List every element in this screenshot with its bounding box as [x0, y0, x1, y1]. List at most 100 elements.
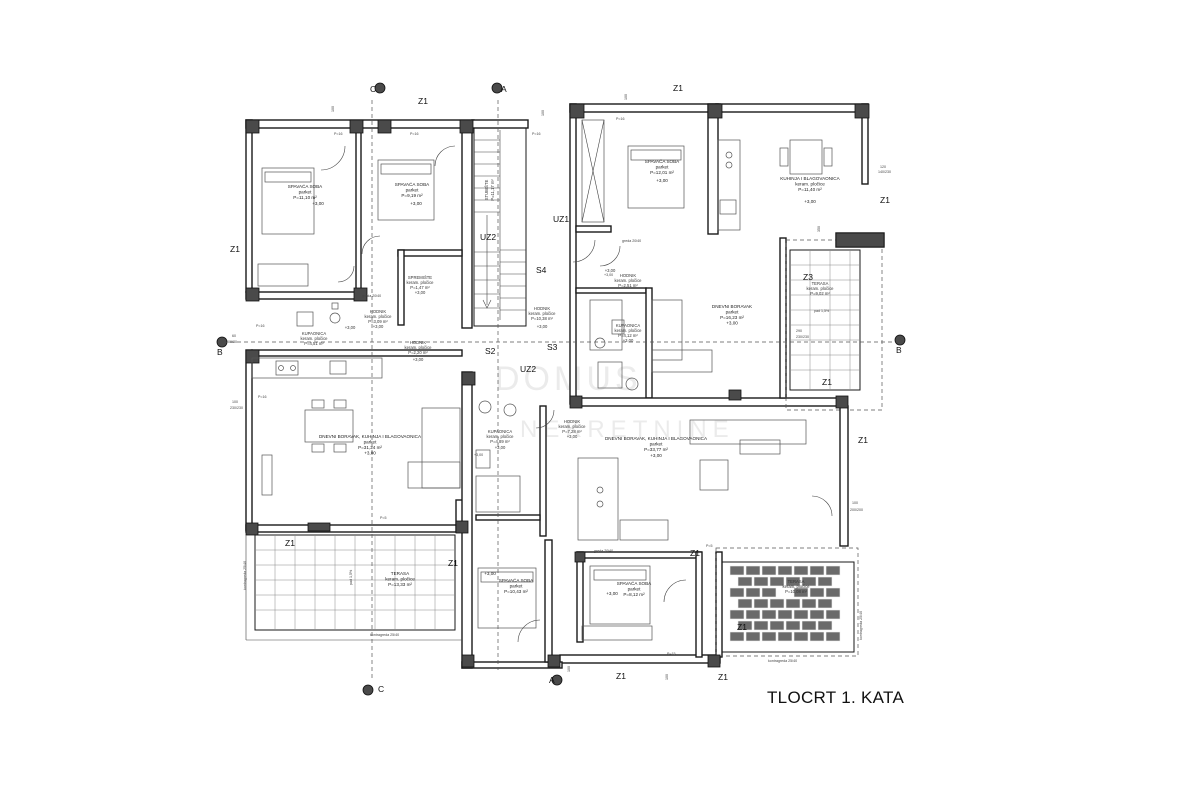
room-detail: parket	[726, 310, 739, 315]
room-detail: parket	[628, 587, 641, 592]
room-detail: parket	[656, 165, 669, 170]
room-area: P=10,08 m²	[785, 589, 807, 594]
dimension-label: 100	[567, 666, 571, 672]
annotation: greda 20/40	[622, 239, 641, 243]
room-level: +3,00	[345, 325, 356, 330]
room-detail: parket	[299, 190, 312, 195]
room-level: +3,00	[373, 324, 384, 329]
room-detail: parket	[650, 442, 663, 447]
zone-label: Z1	[718, 672, 728, 682]
stair-core	[471, 119, 529, 327]
stair-label: UZ2	[520, 364, 536, 374]
room-detail: parket	[364, 440, 377, 445]
dimension-label: 230/230	[796, 335, 809, 339]
zone-label: Z1	[616, 671, 626, 681]
section-mark-c-bottom: C	[378, 684, 384, 694]
zone-label: Z1	[822, 377, 832, 387]
room-name: HODNIK	[534, 306, 550, 311]
zone-label: Z1	[880, 195, 890, 205]
room-detail: parket	[510, 584, 523, 589]
room-area: P=33,77 m²	[644, 447, 668, 452]
columns	[245, 103, 885, 668]
zone-label: Z1	[673, 83, 683, 93]
dimension-label: 100	[331, 106, 335, 112]
dimension-label: 100	[852, 501, 858, 505]
room-level: +3,00	[726, 321, 738, 326]
room-level: +3,00	[567, 434, 578, 439]
dimension-label: 100	[232, 400, 238, 404]
room-name: SPAVAĆA SOBA	[395, 181, 430, 187]
room-level: +3,00	[804, 199, 816, 204]
room-level: +3,00	[415, 290, 426, 295]
room-detail: keram. pločice	[615, 328, 643, 333]
room-name: SPREMIŠTE	[408, 275, 432, 280]
annotation: kontragreda 25/40	[768, 659, 797, 663]
annotation: pad 1,5%	[349, 569, 353, 585]
room-area: P=9,19 m²	[401, 193, 423, 198]
room-name: TERASA	[812, 281, 829, 286]
room-area: P=4,89 m²	[490, 439, 510, 444]
room-area: P=10,43 m²	[504, 589, 528, 594]
room-name: DNEVNI BORAVAK, KUHINJA I BLAGOVAONICA	[319, 434, 422, 439]
room-name: TERASA	[788, 579, 805, 584]
room-area: P=2,51 m²	[618, 283, 638, 288]
room-area: P=1,47 m²	[410, 285, 430, 290]
dimension-label: 230/230	[230, 406, 243, 410]
zone-label: Z1	[737, 622, 747, 632]
room-detail: keram. pločice	[301, 336, 329, 341]
watermark-line-2: NEKRETNINE	[520, 416, 735, 443]
dimension-label: 60	[232, 334, 236, 338]
annotation: kontragreda 25/40	[370, 633, 399, 637]
room-level: +3,00	[650, 453, 662, 458]
room-level: +3,00	[364, 451, 376, 456]
annotation: P=16	[616, 117, 625, 121]
room-area: P=16,23 m²	[720, 315, 744, 320]
room-name: DNEVNI BORAVAK	[712, 304, 753, 309]
stair-label: UZ1	[553, 214, 569, 224]
room-name: HODNIK	[410, 340, 426, 345]
room-area: P=11,10 m²	[293, 195, 317, 200]
room-detail: keram. pločice	[405, 345, 433, 350]
room-level: +3,00	[606, 591, 618, 596]
room-name: SPAVAĆA SOBA	[645, 158, 680, 164]
room-detail: keram. pločice	[783, 584, 811, 589]
annotation: +3,00	[474, 453, 483, 457]
terrace-east	[789, 249, 861, 391]
room-area: P=4,51 m²	[304, 341, 324, 346]
section-mark-a-bottom: A	[549, 675, 555, 685]
zone-label: Z1	[690, 548, 700, 558]
dimension-label: 200/200	[850, 508, 863, 512]
room-name: SPAVAĆA SOBA	[499, 577, 534, 583]
dimension-label: 100	[541, 110, 545, 116]
zone-label: Z1	[230, 244, 240, 254]
zone-label: Z1	[418, 96, 428, 106]
annotation: +3,00	[604, 273, 613, 277]
room-area: P=3,09 m²	[368, 319, 388, 324]
stair-label: S2	[485, 346, 496, 356]
room-detail: keram. pločice	[529, 311, 557, 316]
room-area: P=11,17 m²	[490, 179, 495, 201]
room-level: +3,00	[656, 178, 668, 183]
dimension-label: 290	[796, 329, 802, 333]
room-level: +3,00	[312, 201, 324, 206]
room-name: KUPAONICA	[488, 429, 513, 434]
room-detail: keram. pločice	[365, 314, 393, 319]
svg-text:STUBIŠTEP=11,17 m²: STUBIŠTEP=11,17 m²	[484, 179, 495, 201]
room-level: +3,00	[484, 571, 496, 576]
drawing-title: TLOCRT 1. KATA	[767, 688, 905, 707]
room-name: SPAVAĆA SOBA	[288, 183, 323, 189]
annotation: P=16	[334, 132, 343, 136]
stair-label: S4	[536, 265, 547, 275]
annotation: kontragreda 25/40	[859, 611, 863, 640]
room-detail: keram. pločice	[487, 434, 515, 439]
room-level: +3,00	[537, 324, 548, 329]
section-mark-b-left: B	[217, 347, 223, 357]
room-detail: keram. pločice	[795, 182, 825, 187]
